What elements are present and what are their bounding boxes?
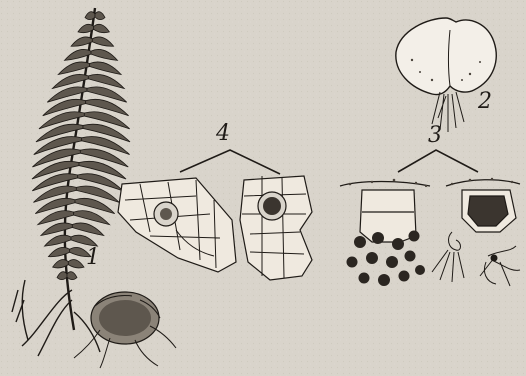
label-1: 1 <box>86 245 100 270</box>
label-3: 3 <box>428 123 442 148</box>
label-4: 4 <box>215 121 230 146</box>
archegonium-right <box>240 176 312 280</box>
label-2: 2 <box>477 89 492 114</box>
